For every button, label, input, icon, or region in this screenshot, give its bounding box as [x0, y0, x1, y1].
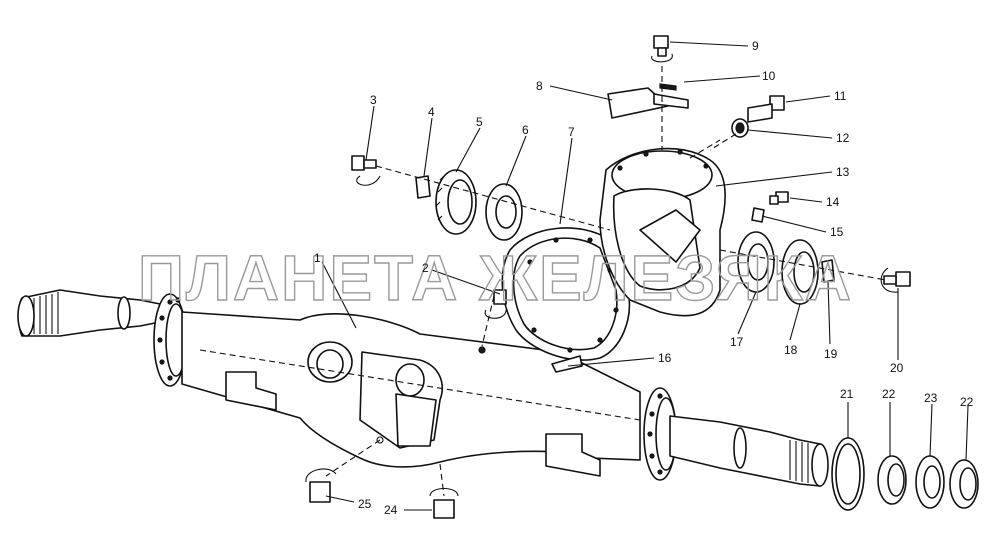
- callout-11: 11: [834, 89, 847, 103]
- left-axle-shaft: [17, 289, 161, 337]
- axle-housing: [181, 311, 641, 477]
- washer-top: [653, 83, 689, 109]
- callout-2: 2: [422, 261, 429, 275]
- callout-18: 18: [784, 343, 798, 357]
- left-flange: [153, 293, 187, 387]
- right-axle-shaft: [669, 415, 829, 487]
- callout-22a: 22: [882, 387, 896, 401]
- callout-17: 17: [730, 335, 744, 349]
- nut-a: [877, 455, 907, 505]
- lock-plate-left: [415, 175, 431, 199]
- lock-plate-right: [821, 259, 835, 283]
- callout-1: 1: [314, 251, 321, 265]
- callout-labels: 1 2 3 4 5 6 7 8 9 10 11 12 13 14 15 16 1…: [314, 39, 974, 517]
- lock-washer: [915, 455, 945, 509]
- callout-15: 15: [830, 225, 844, 239]
- callout-22b: 22: [960, 395, 974, 409]
- plug-top: [651, 35, 673, 63]
- gasket: [501, 227, 631, 361]
- watermark-text: ПЛАНЕТА ЖЕЛЕЗЯКА: [138, 242, 853, 314]
- filler-plug: [305, 468, 337, 503]
- small-bolt: [769, 191, 789, 205]
- callout-5: 5: [476, 115, 483, 129]
- callout-23: 23: [924, 391, 938, 405]
- drain-plug: [429, 487, 459, 519]
- callout-4: 4: [428, 105, 435, 119]
- callout-12: 12: [836, 131, 850, 145]
- callout-24: 24: [384, 503, 398, 517]
- callout-6: 6: [522, 123, 529, 137]
- callout-8: 8: [536, 79, 543, 93]
- small-lock: [751, 207, 765, 223]
- callout-9: 9: [752, 39, 759, 53]
- plug-2: [478, 289, 507, 354]
- callout-20: 20: [890, 361, 904, 375]
- callout-19: 19: [824, 347, 838, 361]
- leader-lines: [321, 41, 969, 511]
- callout-3: 3: [370, 93, 377, 107]
- adjusting-ring: [435, 169, 477, 235]
- washer-breather: [731, 118, 749, 138]
- bearing: [485, 183, 523, 241]
- callout-21: 21: [840, 387, 854, 401]
- callout-25: 25: [358, 497, 372, 511]
- breather-plug: [747, 95, 785, 123]
- callout-13: 13: [836, 165, 850, 179]
- bolt-right: [880, 267, 911, 293]
- callout-16: 16: [658, 351, 672, 365]
- callout-7: 7: [568, 125, 575, 139]
- bolt-left: [351, 155, 381, 186]
- callout-14: 14: [826, 195, 840, 209]
- bracket-16: [551, 355, 583, 373]
- differential-carrier: [599, 139, 726, 317]
- nut-b: [949, 459, 979, 509]
- seal-ring: [831, 437, 865, 511]
- callout-10: 10: [762, 69, 776, 83]
